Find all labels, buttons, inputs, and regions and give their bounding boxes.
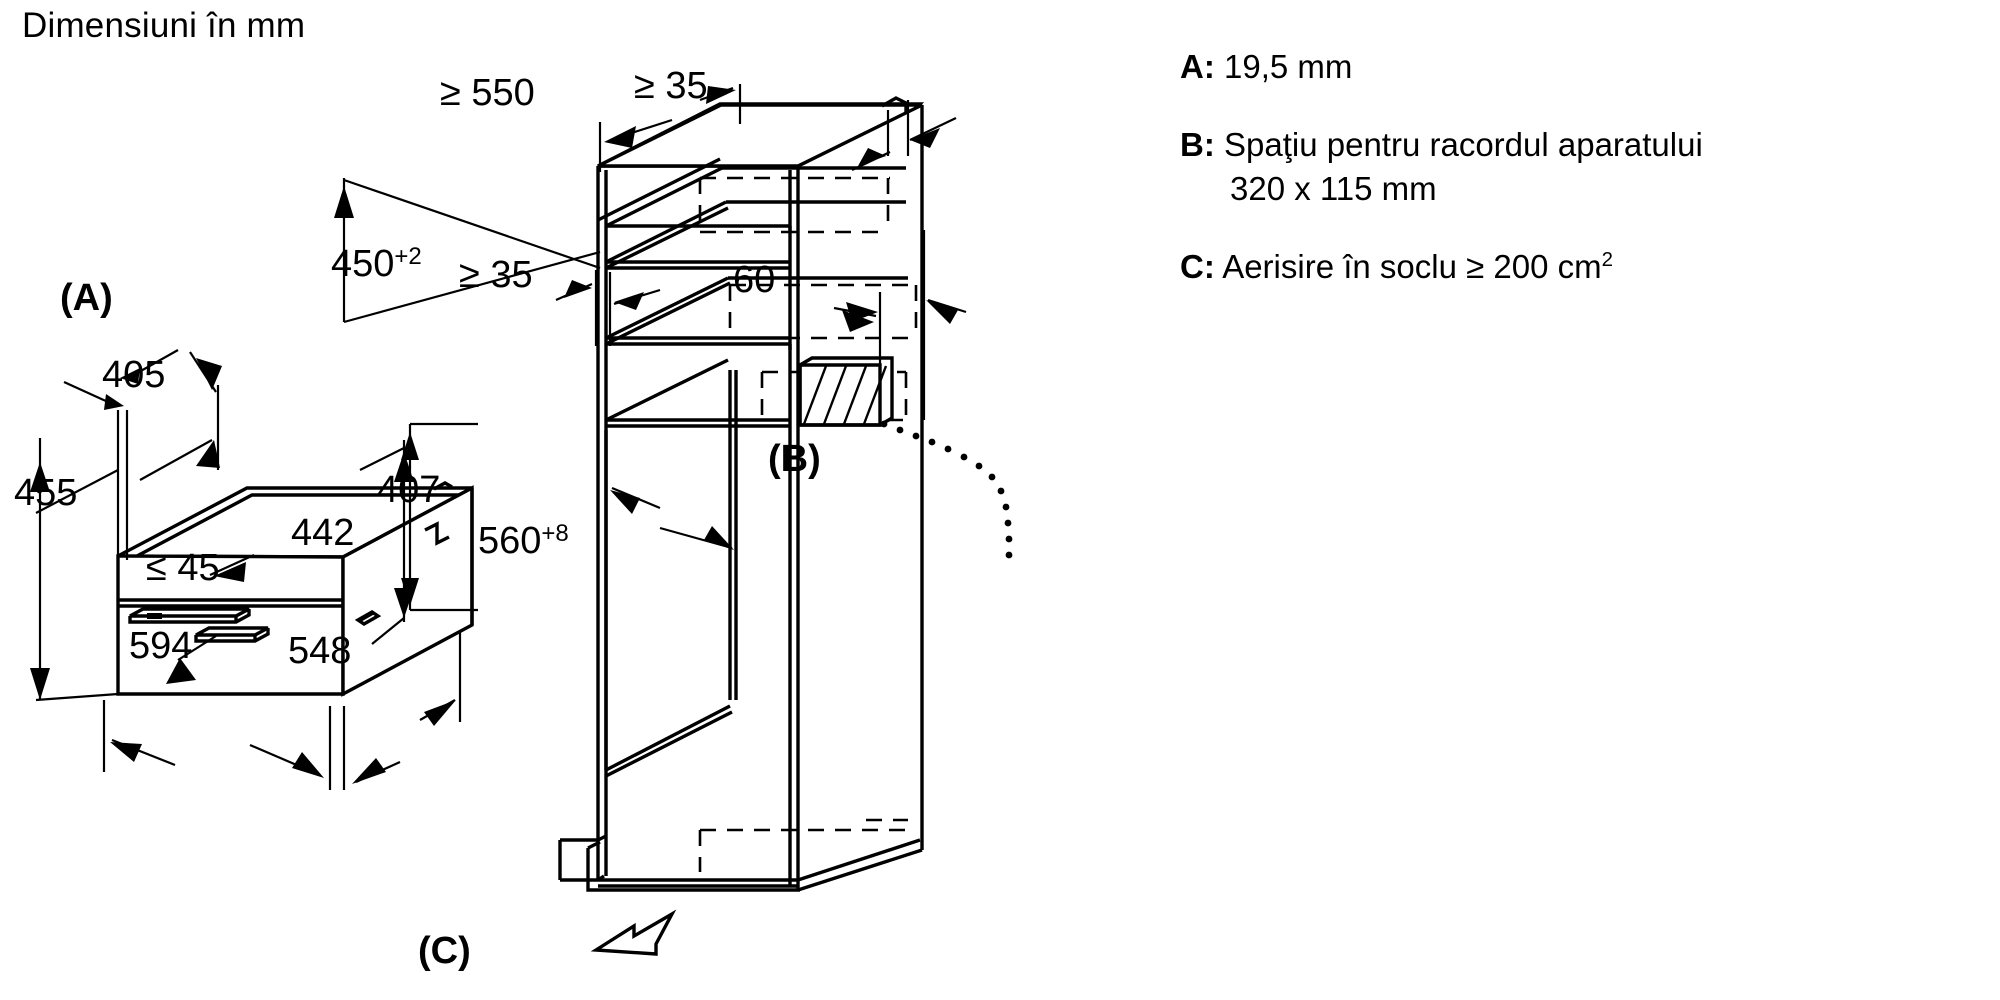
label-407: 407: [377, 469, 440, 511]
label-442: 442: [291, 512, 354, 554]
label-450-sup: +2: [394, 243, 421, 270]
label-548: 548: [288, 630, 351, 672]
legend-key-c: C:: [1180, 248, 1215, 285]
legend-text-c: Aerisire în soclu ≥ 200 cm: [1222, 248, 1602, 285]
legend-item-c: C: Aerisire în soclu ≥ 200 cm2: [1180, 245, 1970, 289]
label-455: 455: [14, 472, 77, 514]
label-560: 560+8: [478, 520, 569, 562]
label-marker-c: (C): [418, 930, 471, 972]
legend-text-a: 19,5 mm: [1224, 48, 1353, 85]
label-marker-b: (B): [768, 438, 821, 480]
cabinet-marker-c-arrow: [590, 909, 677, 956]
cabinet-dim-560: [604, 470, 738, 700]
label-35-mid: ≥ 35: [459, 254, 533, 296]
legend-item-a: A: 19,5 mm: [1180, 45, 1970, 89]
label-405: 405: [102, 354, 165, 396]
label-560-value: 560: [478, 520, 541, 562]
legend-subtext-b: 320 x 115 mm: [1230, 170, 1437, 207]
dimension-labels: (A) 405 455 407 442 ≤ 45 594 548 ≥ 550 ≥…: [14, 65, 821, 972]
label-450-value: 450: [331, 243, 394, 285]
legend-key-a: A:: [1180, 48, 1215, 85]
label-560-sup: +8: [541, 520, 568, 547]
page-title: Dimensiuni în mm: [22, 6, 306, 45]
appliance-dim-a: [63, 349, 179, 560]
legend-item-b: B: Spaţiu pentru racordul aparatului 320…: [1180, 123, 1970, 211]
label-marker-a: (A): [60, 277, 113, 319]
legend-superscript-c: 2: [1601, 248, 1613, 271]
label-35-top: ≥ 35: [634, 65, 708, 107]
legend-key-b: B:: [1180, 126, 1215, 163]
legend-panel: A: 19,5 mm B: Spaţiu pentru racordul apa…: [1180, 45, 1970, 323]
label-45: ≤ 45: [146, 547, 220, 589]
legend-text-b: Spaţiu pentru racordul aparatului: [1224, 126, 1703, 163]
label-550: ≥ 550: [440, 72, 535, 114]
cabinet-leader-b: [880, 420, 1013, 559]
label-450: 450+2: [331, 243, 422, 285]
label-60: 60: [733, 259, 775, 301]
label-594: 594: [129, 625, 192, 667]
dimension-arrowheads: [30, 86, 958, 784]
appliance-dim-45: [177, 553, 255, 661]
